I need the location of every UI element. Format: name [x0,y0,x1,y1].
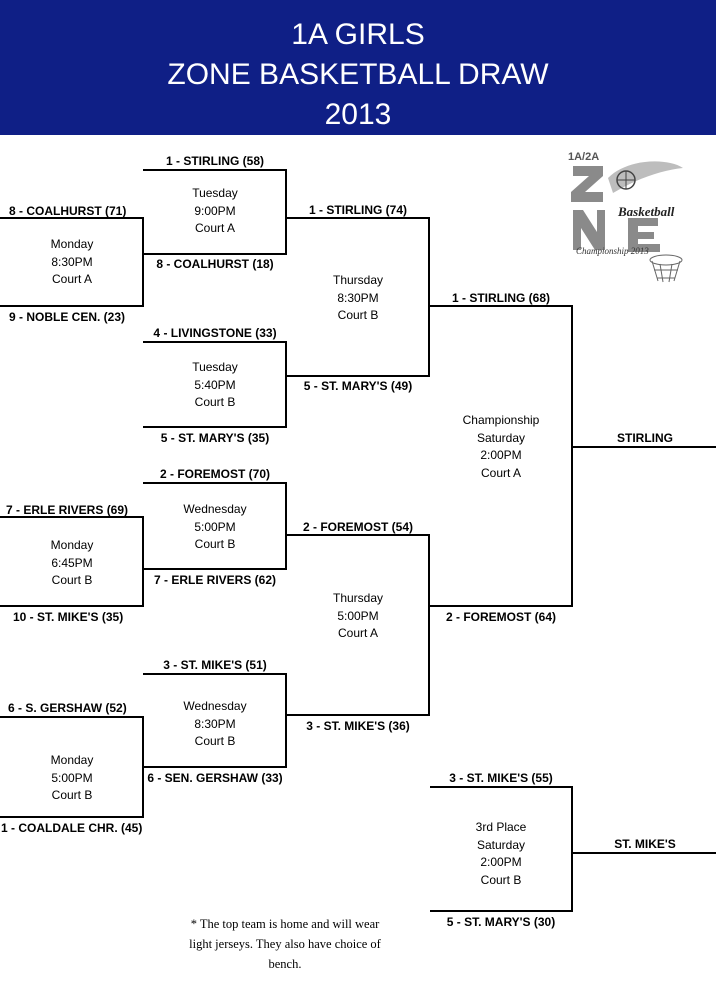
team-label: 1 - STIRLING (58) [165,154,265,168]
sf-connector [428,534,430,716]
qf-line [143,253,287,255]
r1-connector [142,516,144,607]
qf-connector [285,482,287,570]
sf-line [287,534,430,536]
team-label: 3 - ST. MIKE'S (36) [306,719,410,733]
qf-line [143,673,287,675]
final-line [430,305,573,307]
team-label: 9 - NOBLE CEN. (23) [9,310,126,324]
champion-line [573,446,716,448]
team-label: 2 - FOREMOST (64) [445,610,557,624]
footnote: * The top team is home and will wear lig… [189,917,381,971]
third-line [430,910,573,912]
team-label: 3 - ST. MIKE'S (51) [163,658,267,672]
r1-top-line [0,217,143,219]
title-banner: 1A GIRLS ZONE BASKETBALL DRAW 2013 [0,0,716,135]
title-line-3: 2013 [324,98,392,131]
team-label: 7 - ERLE RIVERS (69) [6,503,129,517]
team-label: 8 - COALHURST (18) [156,257,274,271]
third-winner-line [573,852,716,854]
r1-top-line [0,716,143,718]
team-label: 7 - ERLE RIVERS (62) [153,573,277,587]
r1-connector [142,217,144,307]
team-label: 6 - S. GERSHAW (52) [8,701,127,715]
qf-connector [285,169,287,255]
qf-line [143,766,287,768]
r1-top-line [0,516,143,518]
third-place-winner-label: ST. MIKE'S [614,837,676,851]
qf-connector [285,673,287,768]
svg-text:Championship 2013: Championship 2013 [576,246,649,256]
sf-line [287,714,430,716]
team-label: 5 - ST. MARY'S (30) [446,915,556,929]
r1-top-line [0,816,143,818]
title-line-2: ZONE BASKETBALL DRAW [167,58,549,91]
champion-label: STIRLING [617,431,673,445]
team-label: 2 - FOREMOST (54) [302,520,414,534]
team-label: 1 - COALDALE CHR. (45) [1,821,143,835]
final-line [430,605,573,607]
team-label: 6 - SEN. GERSHAW (33) [147,771,283,785]
third-line [430,786,573,788]
team-label: 1 - STIRLING (74) [308,203,408,217]
svg-text:Basketball: Basketball [617,204,675,219]
qf-line [143,426,287,428]
team-label: 3 - ST. MIKE'S (55) [449,771,553,785]
qf-line [143,341,287,343]
team-label: 1 - STIRLING (68) [451,291,551,305]
r1-top-line [0,605,143,607]
zone-championship-logo: 1A/2A Basketball Championship 2013 [568,151,683,283]
qf-connector [285,341,287,428]
team-label: 4 - LIVINGSTONE (33) [153,326,277,340]
team-label: 2 - FOREMOST (70) [159,467,271,481]
team-label: 8 - COALHURST (71) [9,204,127,218]
third-connector [571,786,573,912]
sf-connector [428,217,430,377]
qf-line [143,568,287,570]
final-connector [571,305,573,607]
team-label: 5 - ST. MARY'S (35) [160,431,270,445]
sf-line [287,375,430,377]
qf-line [143,482,287,484]
svg-text:1A/2A: 1A/2A [568,151,599,163]
sf-line [287,217,430,219]
r1-top-line [0,305,143,307]
title-line-1: 1A GIRLS [291,18,425,51]
team-label: 10 - ST. MIKE'S (35) [13,610,124,624]
qf-line [143,169,287,171]
team-label: 5 - ST. MARY'S (49) [303,379,413,393]
